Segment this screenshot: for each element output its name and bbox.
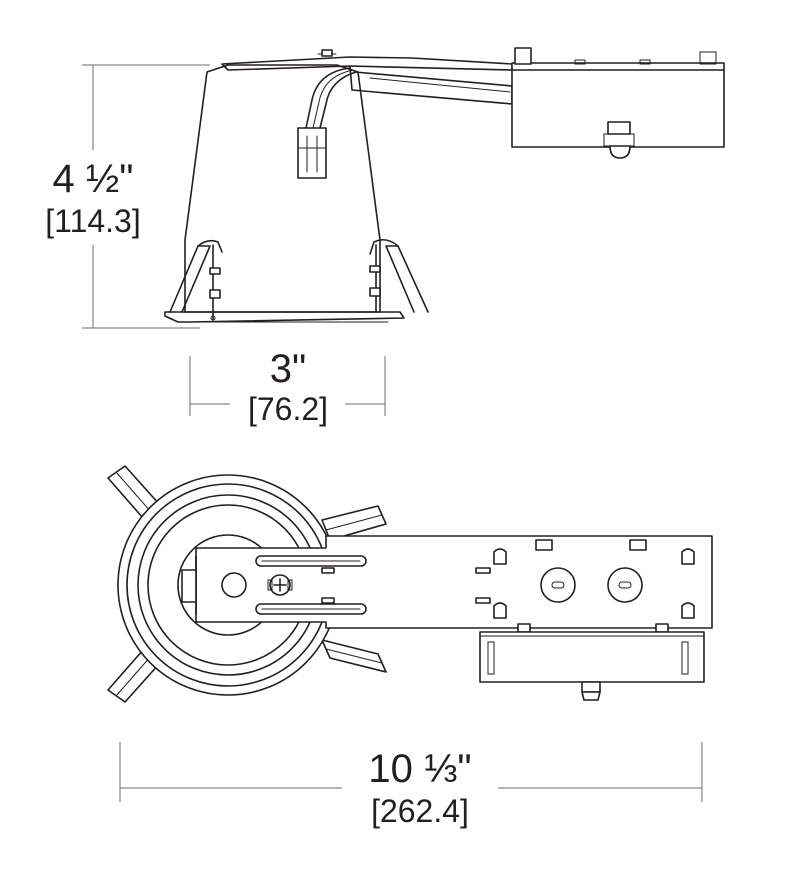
- aperture-metric-label: [76.2]: [248, 391, 328, 427]
- clip-bottom-right: [321, 639, 387, 673]
- left-clip: [169, 239, 223, 321]
- right-clip: [369, 238, 429, 313]
- knockout-left: [540, 567, 576, 603]
- top-view: 10 ⅓" [262.4]: [107, 465, 713, 829]
- knockout-right: [607, 567, 643, 603]
- length-imperial-label: 10 ⅓": [368, 747, 471, 791]
- length-metric-label: [262.4]: [371, 793, 469, 829]
- housing-can: [184, 64, 381, 313]
- clip-top-right: [321, 505, 387, 541]
- length-dimension: 10 ⅓" [262.4]: [119, 742, 703, 829]
- height-metric-label: [114.3]: [45, 203, 140, 239]
- aperture-dimension: 3" [76.2]: [189, 347, 386, 427]
- junction-box-side: [511, 47, 725, 159]
- mounting-arm: [349, 65, 513, 105]
- mounting-plate: [181, 535, 713, 633]
- adjust-slot-top: [255, 555, 367, 567]
- junction-box-top: [479, 631, 705, 701]
- height-dimension: 4 ½" [114.3]: [45, 64, 210, 329]
- adjust-slot-bottom: [255, 603, 367, 615]
- flange: [164, 311, 405, 323]
- top-plate: [221, 56, 513, 71]
- aperture-imperial-label: 3": [270, 347, 306, 391]
- side-view: 4 ½" [114.3] 3" [76.2]: [45, 47, 725, 427]
- wire-conduit: [297, 67, 357, 179]
- height-imperial-label: 4 ½": [53, 157, 134, 201]
- screw-icon: [267, 574, 293, 596]
